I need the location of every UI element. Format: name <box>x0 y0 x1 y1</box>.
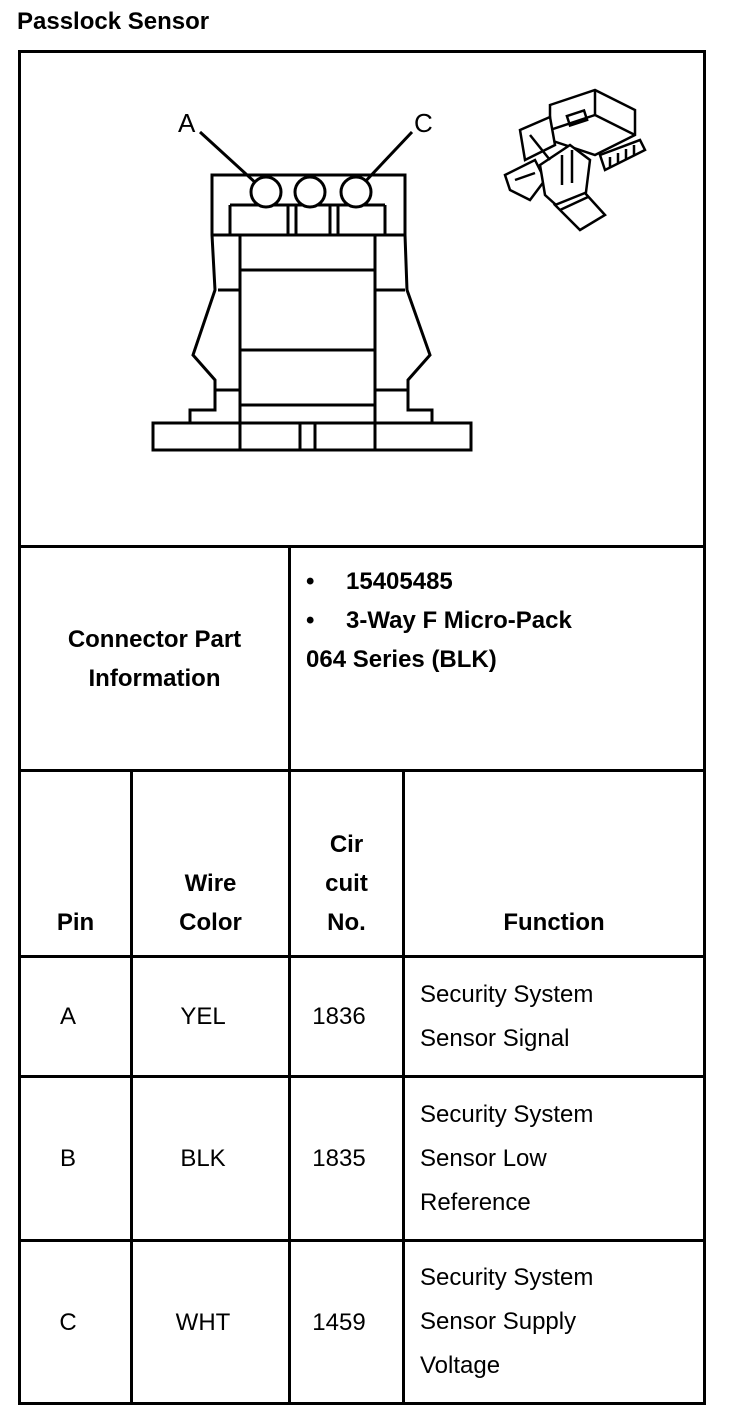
header-pin: Pin <box>56 909 95 936</box>
row-divider <box>18 545 706 548</box>
pin-label-c: C <box>414 108 433 138</box>
table-cell-color: BLK <box>180 1145 226 1172</box>
connector-info-list: •15405485 •3-Way F Micro-Pack 064 Series… <box>306 562 572 679</box>
table-cell-function: Security System Sensor Supply Voltage <box>420 1264 594 1379</box>
header-function: Function <box>503 909 605 936</box>
table-border-left <box>18 50 21 1405</box>
header-wire-color: Wire Color <box>179 870 242 936</box>
table-border-bottom <box>18 1402 706 1405</box>
table-cell-color: WHT <box>175 1308 231 1336</box>
connector-isometric-icon <box>503 88 647 232</box>
row-divider <box>18 955 706 958</box>
connector-info-label: Connector Part Information <box>67 625 242 692</box>
row-divider <box>18 769 706 772</box>
list-item: •15405485 <box>306 568 453 595</box>
table-cell-function: Security System Sensor Low Reference <box>420 1100 594 1216</box>
row-divider <box>18 1075 706 1078</box>
table-border-top <box>18 50 706 53</box>
list-item: •3-Way F Micro-Pack <box>306 607 572 634</box>
row-divider <box>18 1239 706 1242</box>
column-divider <box>402 769 405 1405</box>
connector-face-diagram <box>151 130 473 452</box>
header-circuit-no: Cir cuit No. <box>325 831 368 936</box>
table-border-right <box>703 50 706 1405</box>
pin-label-a: A <box>178 108 196 138</box>
column-divider <box>288 545 291 1405</box>
table-cell-color: YEL <box>180 1003 226 1030</box>
table-cell-circuit: 1459 <box>312 1308 366 1336</box>
table-cell-circuit: 1835 <box>312 1145 366 1172</box>
table-cell-pin: C <box>59 1308 77 1336</box>
table-cell-function: Security System Sensor Signal <box>420 980 594 1052</box>
table-cell-circuit: 1836 <box>312 1003 366 1030</box>
list-item-continuation: 064 Series (BLK) <box>306 646 497 673</box>
table-cell-pin: A <box>59 1003 76 1030</box>
table-cell-pin: B <box>59 1145 76 1172</box>
column-divider <box>130 769 133 1405</box>
page-title: Passlock Sensor <box>17 8 210 35</box>
